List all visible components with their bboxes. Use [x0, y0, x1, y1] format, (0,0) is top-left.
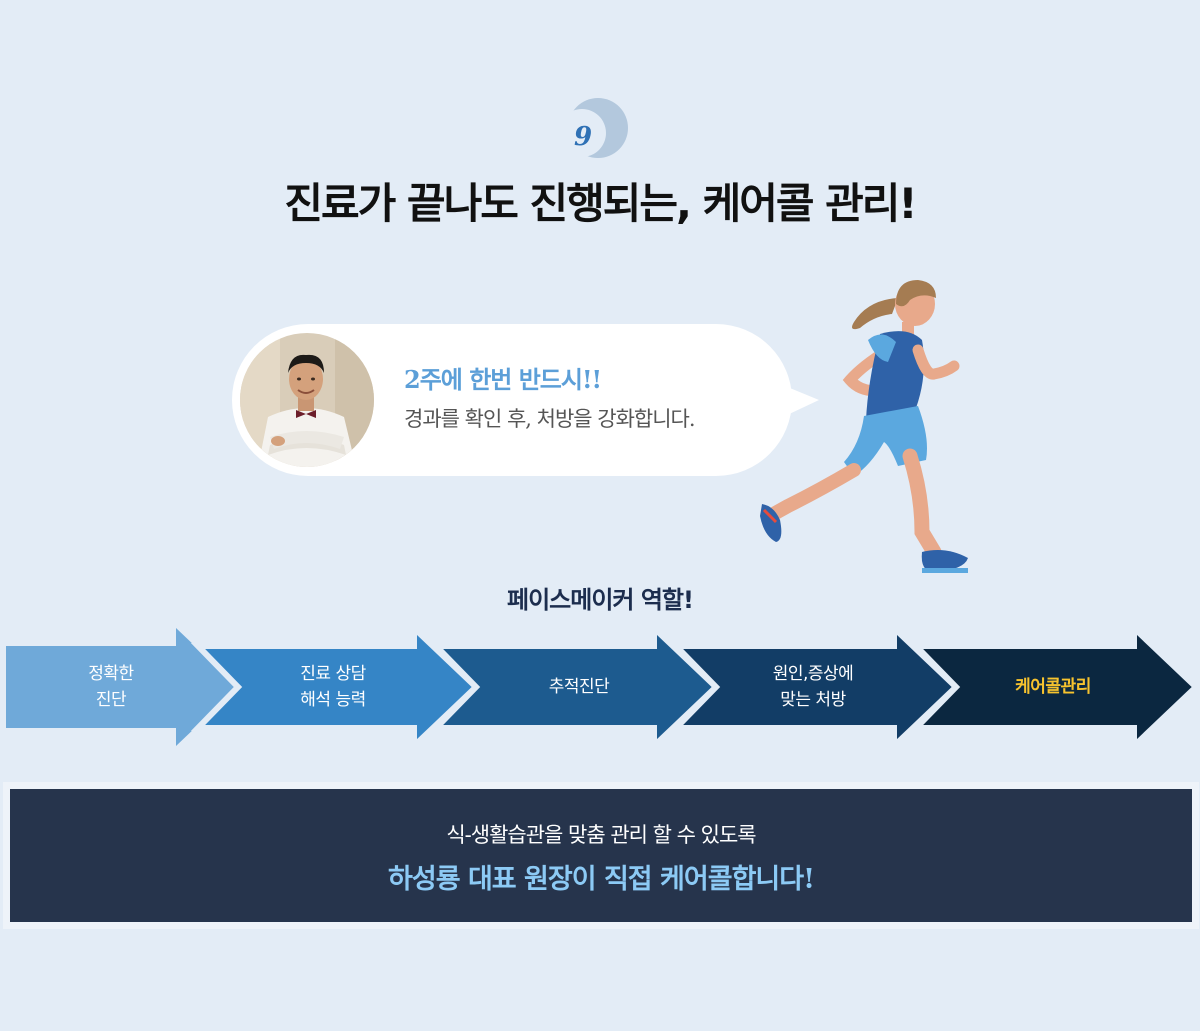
step-1-line-2: 진단 — [95, 690, 127, 710]
step-3-line-1: 추적진단 — [548, 677, 610, 697]
step-arrow-3 — [428, 626, 721, 748]
page-title: 진료가 끝나도 진행되는, 케어콜 관리! — [284, 179, 917, 228]
step-arrow-2 — [190, 626, 481, 748]
speech-headline: 2주에 한번 반드시!! — [404, 365, 602, 394]
speech-description: 경과를 확인 후, 처방을 강화합니다. — [404, 407, 696, 431]
section-number-badge — [558, 98, 628, 158]
step-2-line-1: 진료 상담 — [300, 664, 366, 684]
step-arrow-5 — [908, 626, 1200, 748]
step-5: 케어콜관리 — [948, 626, 1158, 748]
speech-bubble-tail — [785, 386, 819, 416]
step-2-line-2: 해석 능력 — [300, 690, 366, 710]
runner-illustration — [760, 280, 968, 573]
pacemaker-title: 페이스메이커 역할! — [507, 586, 694, 614]
step-5-line-1: 케어콜관리 — [1015, 677, 1091, 697]
doctor-avatar — [240, 333, 374, 467]
step-4-line-2: 맞는 처방 — [780, 690, 846, 710]
step-3: 추적진단 — [474, 626, 684, 748]
step-4-line-1: 원인,증상에 — [772, 664, 854, 684]
section-number: 9 — [573, 122, 593, 152]
step-arrow-1 — [6, 628, 238, 746]
banner-line-1: 식-생활습관을 맞춤 관리 할 수 있도록 — [446, 823, 756, 847]
step-1-line-1: 정확한 — [88, 664, 134, 684]
banner-line-2: 하성룡 대표 원장이 직접 케어콜합니다! — [388, 864, 815, 895]
care-call-banner: 식-생활습관을 맞춤 관리 할 수 있도록 하성룡 대표 원장이 직접 케어콜합… — [3, 782, 1199, 929]
step-arrow-4 — [668, 626, 961, 748]
